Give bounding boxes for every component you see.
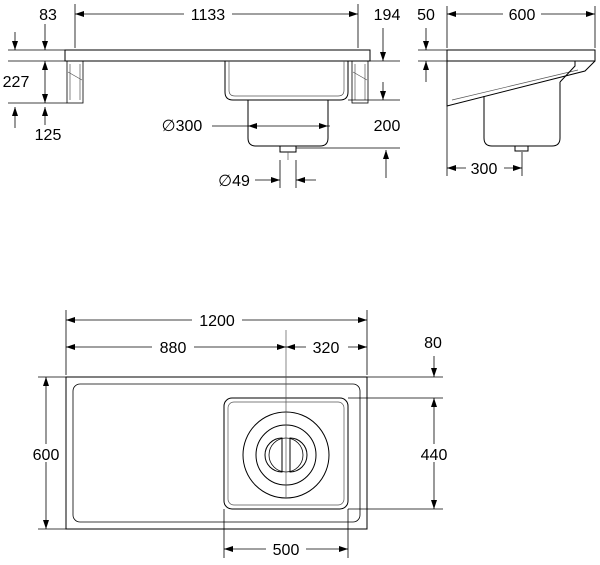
dim-200-label: 200: [374, 118, 401, 135]
dim-1133-label: 1133: [191, 7, 226, 24]
dim-600-end-label: 600: [509, 7, 536, 24]
dim-125-label: 125: [35, 127, 62, 144]
dim-83-label: 83: [39, 7, 57, 24]
dim-80-label: 80: [424, 335, 442, 352]
dim-440-label: 440: [421, 447, 448, 464]
dim-dia300-label: ∅300: [162, 118, 203, 135]
dim-500-label: 500: [273, 542, 300, 559]
side-elevation: 1133 83 227 125 194 200: [3, 4, 401, 190]
dim-194-label: 194: [374, 7, 401, 24]
dim-880-label: 880: [160, 340, 187, 357]
dim-50-label: 50: [417, 7, 435, 24]
dim-1200-label: 1200: [199, 313, 235, 330]
dim-227-label: 227: [3, 74, 30, 91]
plan-view: 1200 880 320 80 440 600: [28, 310, 454, 559]
dim-300-end-label: 300: [471, 161, 498, 178]
end-elevation: 50 600 300: [417, 4, 596, 178]
dim-dia49-label: ∅49: [218, 173, 250, 190]
dim-600-plan-label: 600: [33, 447, 60, 464]
dim-320-label: 320: [313, 340, 340, 357]
